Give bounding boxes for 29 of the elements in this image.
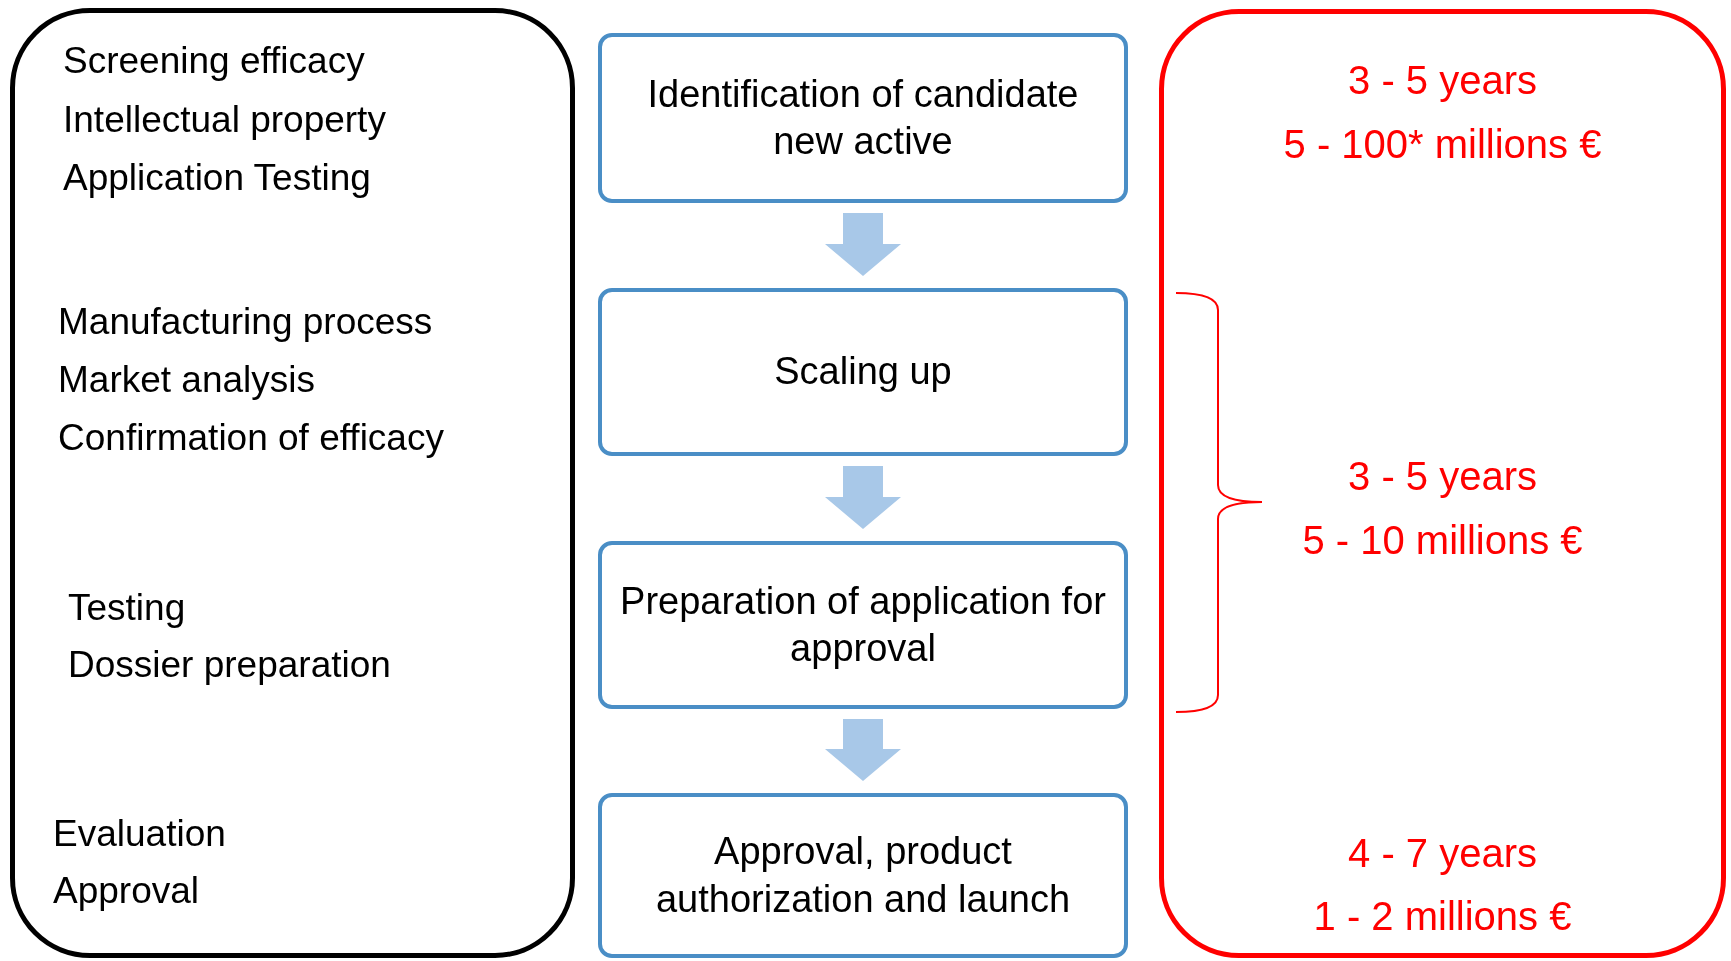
text: Preparation of application for approval	[619, 578, 1107, 671]
text: 5 - 100* millions €	[1282, 124, 1603, 164]
process-box	[598, 541, 1128, 709]
text: Intellectual property	[63, 100, 386, 138]
process-box	[598, 793, 1128, 958]
text: 1 - 2 millions €	[1312, 896, 1573, 936]
text: Market analysis	[58, 360, 316, 398]
duration-cost-panel	[1159, 9, 1726, 958]
step-details-panel	[10, 8, 575, 958]
block-arrow	[825, 466, 901, 529]
text: 3 - 5 years	[1347, 60, 1538, 100]
text: 5 - 10 millions €	[1301, 520, 1584, 560]
text: Identification of candidate new active	[646, 71, 1080, 164]
text: 4 - 7 years	[1347, 833, 1538, 873]
text: Approval	[53, 871, 200, 909]
text: Evaluation	[53, 814, 226, 852]
text: 3 - 5 years	[1347, 456, 1538, 496]
text: Application Testing	[63, 158, 371, 196]
text: Screening efficacy	[63, 41, 365, 79]
text: Testing	[68, 588, 186, 626]
process-box	[598, 288, 1128, 456]
text: Manufacturing process	[58, 302, 433, 340]
process-box	[598, 33, 1128, 203]
text: Scaling up	[774, 349, 952, 395]
text: Dossier preparation	[68, 645, 391, 683]
block-arrow	[825, 719, 901, 781]
block-arrow	[825, 213, 901, 276]
text: Approval, product authorization and launch	[654, 829, 1072, 922]
text: Confirmation of efficacy	[58, 418, 444, 456]
